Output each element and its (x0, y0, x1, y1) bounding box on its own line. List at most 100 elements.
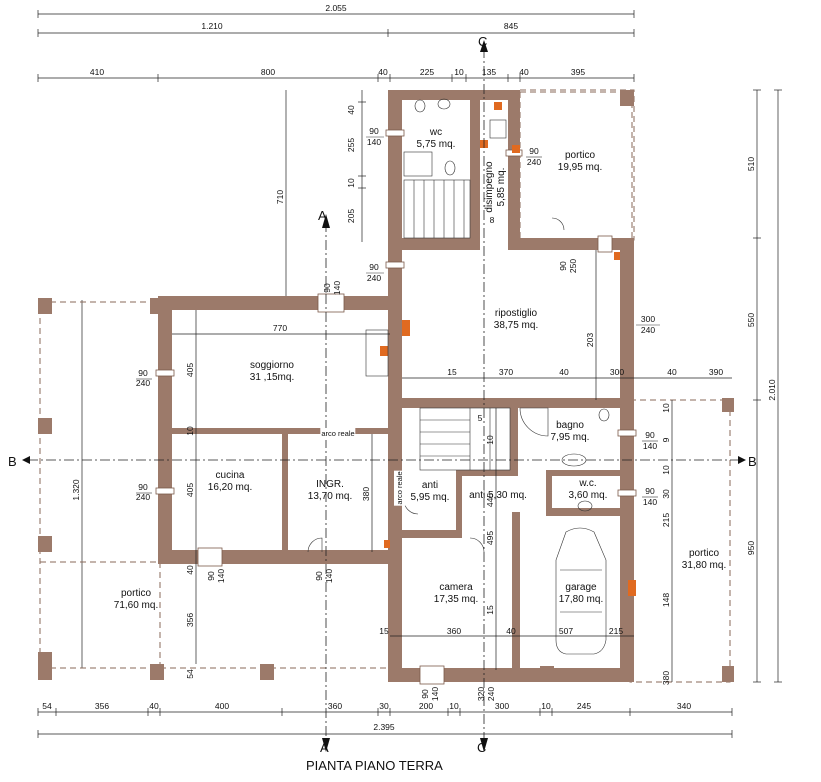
room-anti-1-name: anti (421, 480, 439, 491)
dim-360b: 507 (559, 626, 573, 636)
win-5-h: 140 (324, 569, 334, 583)
dim-215a: 10 (485, 435, 495, 445)
win-7-h: 250 (568, 259, 578, 273)
win-12-w: 90 (420, 689, 430, 699)
win-13-h: 240 (486, 687, 496, 701)
dim-2010: 2.010 (767, 379, 777, 401)
room-camera-area: 17,35 mq. (433, 594, 479, 605)
right-dimensions: 510 550 2.010 950 (746, 89, 782, 683)
room-soggiorno-area: 31 ,15mq. (249, 372, 295, 383)
win-6-w: 90 (529, 146, 539, 156)
section-c-top: C (478, 34, 487, 49)
dim-54: 54 (185, 669, 195, 679)
win-4-w: 90 (138, 482, 148, 492)
win-13-w: 320 (476, 687, 486, 701)
win-4-h: 240 (136, 492, 150, 502)
win-2-h: 140 (216, 569, 226, 583)
dim-b30: 30 (379, 701, 389, 711)
bottom-dimensions: 54 356 40 400 360 30 200 10 300 10 245 3… (37, 701, 733, 738)
portico-pillars (38, 90, 734, 682)
dim-300a: 40 (667, 367, 677, 377)
win-10-w: 90 (645, 486, 655, 496)
dim-b54: 54 (42, 701, 52, 711)
dim-390: 360 (447, 626, 461, 636)
dim-10a: 10 (185, 426, 195, 436)
room-portico-e-area: 31,80 mq. (681, 560, 727, 571)
win-11-h: 140 (332, 281, 342, 295)
win-3-h: 240 (136, 378, 150, 388)
win-0-w: 90 (369, 126, 379, 136)
room-cucina-area: 16,20 mq. (207, 482, 253, 493)
section-a-top: A (318, 208, 327, 223)
dim-b40: 40 (149, 701, 159, 711)
win-11-w: 90 (322, 283, 332, 293)
dim-b10a: 10 (449, 701, 459, 711)
room-garage: garage 17,80 mq. (559, 582, 603, 606)
dim-b300: 300 (495, 701, 509, 711)
dim-40a: 40 (378, 67, 388, 77)
arco-reale-label-1: arco reale (320, 428, 356, 440)
dim-40b: 40 (519, 67, 529, 77)
section-b-right: B (748, 454, 757, 469)
room-wc: wc 5,75 mq. (417, 127, 456, 151)
dim-40e: 390 (709, 367, 723, 377)
dim-370: 40 (559, 367, 569, 377)
room-portico-ne-name: portico (564, 150, 596, 161)
dim-148: 30 (661, 489, 671, 499)
room-portico-w-name: portico (120, 588, 152, 599)
win-9-w: 90 (645, 430, 655, 440)
dim-507: 203 (585, 333, 595, 347)
dim-380a: 380 (361, 487, 371, 501)
section-b-left: B (8, 454, 17, 469)
dim-10-left: 10 (346, 178, 356, 188)
win-5-w: 90 (314, 571, 324, 581)
walls (158, 90, 634, 682)
dim-845: 845 (504, 21, 518, 31)
inner-dimensions: 770 405 10 405 40 356 54 380 15 370 40 3… (172, 215, 732, 685)
room-disimpegno-area: 5,85 mq. (496, 167, 507, 207)
win-6-h: 240 (527, 157, 541, 167)
dim-40-left: 40 (346, 105, 356, 115)
room-bagno-name: bagno (556, 420, 584, 431)
dim-b340: 340 (677, 701, 691, 711)
room-ripostiglio-area: 38,75 mq. (493, 320, 539, 331)
dim-10c: 215 (661, 513, 671, 527)
room-anti-2-name: anti (469, 490, 486, 501)
room-camera: camera 17,35 mq. (434, 582, 478, 606)
top-dimensions: 2.055 1.210 845 410 800 40 225 10 135 40… (37, 3, 635, 82)
room-ingresso-name: INGR. (316, 479, 344, 490)
room-wc-2-area: 3,60 mq. (568, 490, 608, 501)
room-camera-name: camera (439, 582, 473, 593)
win-12-h: 140 (430, 687, 440, 701)
dim-b360: 360 (328, 701, 342, 711)
dim-135: 135 (482, 67, 496, 77)
room-anti-2: anti 5,30 mq. (469, 490, 527, 502)
win-0-h: 140 (367, 137, 381, 147)
dim-205: 205 (346, 209, 356, 223)
dim-510: 510 (746, 157, 756, 171)
win-1-w: 90 (369, 262, 379, 272)
room-ripostiglio: ripostiglio 38,75 mq. (494, 308, 538, 332)
dim-b400: 400 (215, 701, 229, 711)
dim-10: 10 (454, 67, 464, 77)
room-anti-1-area: 5,95 mq. (410, 492, 450, 503)
dim-255: 255 (346, 138, 356, 152)
room-garage-name: garage (565, 582, 597, 593)
room-wc-name: wc (429, 127, 443, 138)
room-wc-2: w.c. 3,60 mq. (569, 478, 608, 502)
dim-b200: 200 (419, 701, 433, 711)
room-portico-w-area: 71,60 mq. (113, 600, 159, 611)
room-portico-ne: portico 19,95 mq. (558, 150, 602, 174)
dim-225: 225 (420, 67, 434, 77)
room-soggiorno-name: soggiorno (250, 360, 294, 371)
win-2-w: 90 (206, 571, 216, 581)
dim-395: 395 (571, 67, 585, 77)
dim-800: 800 (261, 67, 275, 77)
room-wc-area: 5,75 mq. (416, 139, 456, 150)
room-garage-area: 17,80 mq. (558, 594, 604, 605)
dim-356: 356 (185, 613, 195, 627)
dim-550: 550 (746, 313, 756, 327)
room-ingresso-area: 13,70 mq. (307, 491, 353, 502)
dim-215b: 9 (661, 437, 671, 442)
